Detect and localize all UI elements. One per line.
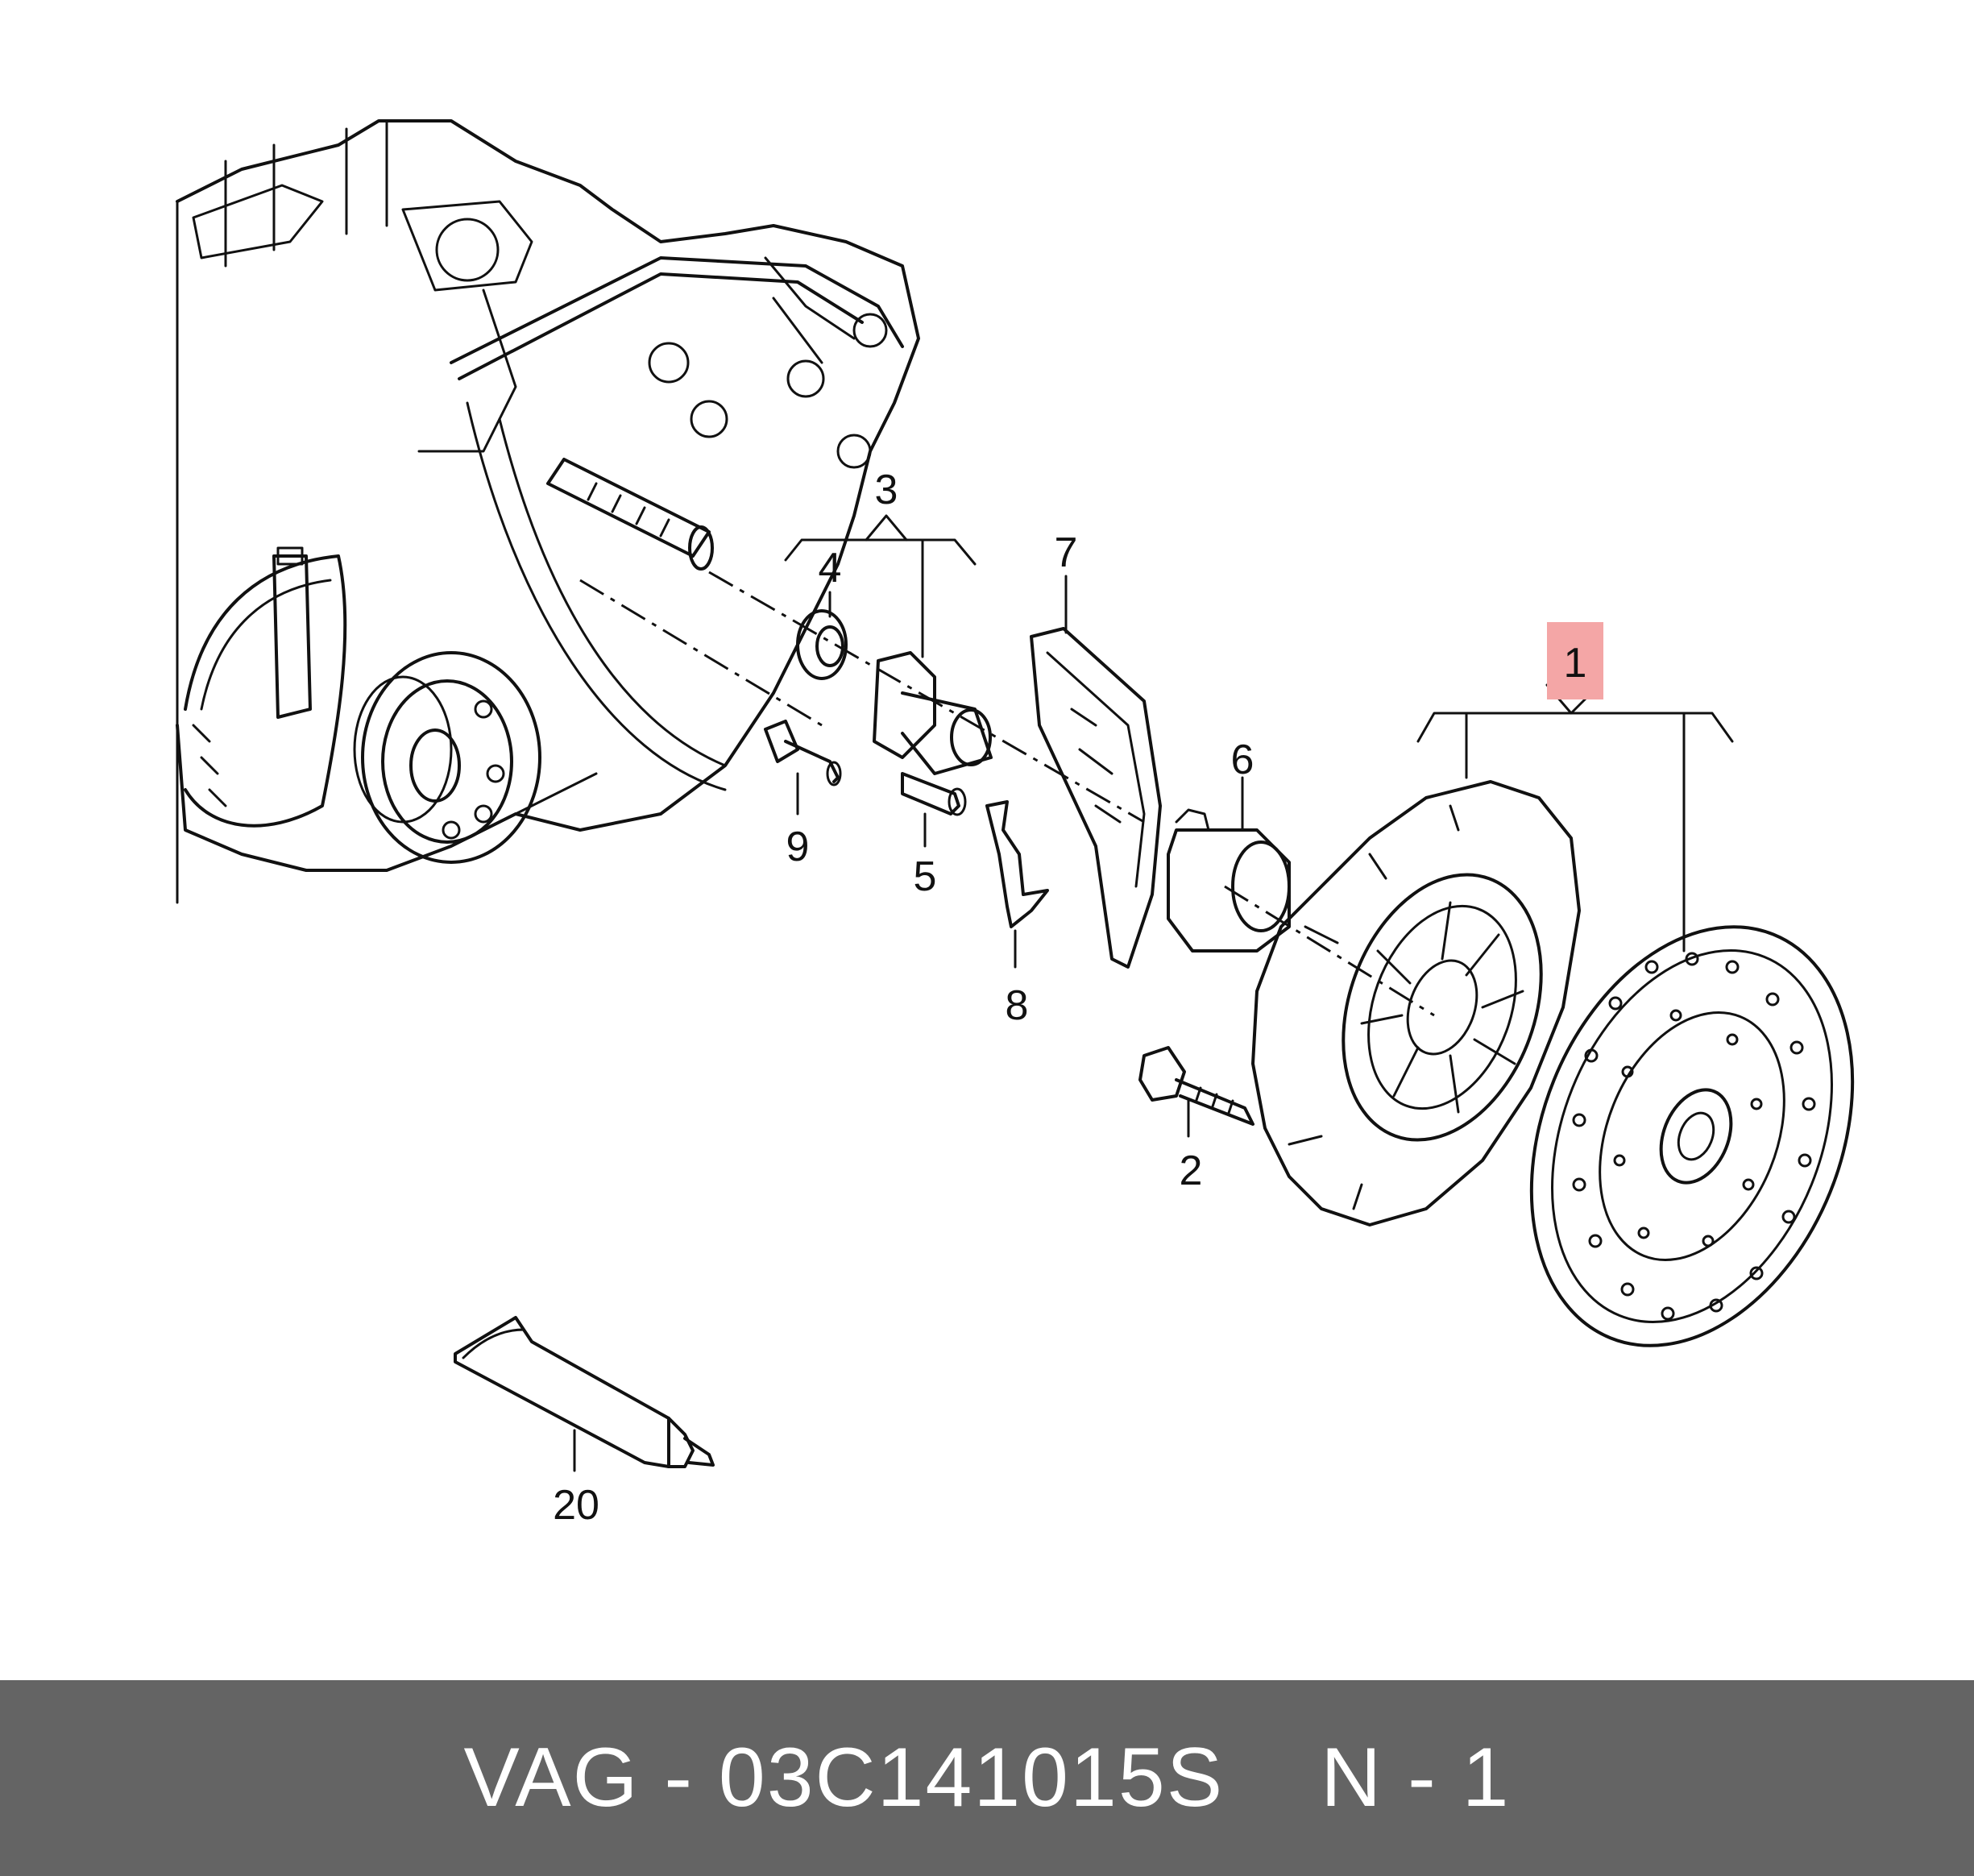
leader-lines <box>573 514 1734 1472</box>
part-5-pin <box>901 772 967 816</box>
callout-5: 5 <box>914 853 937 900</box>
part-3-guide-sleeve <box>873 651 993 775</box>
exploded-parts-diagram: 1 2 3 4 5 6 7 8 9 20 <box>176 119 1855 1529</box>
clutch-friction-disc <box>1529 925 1855 1347</box>
part-9-bolt <box>764 720 842 787</box>
callout-9: 9 <box>786 824 810 870</box>
callout-3: 3 <box>875 467 898 513</box>
assembly-axis-lines <box>579 571 1435 1017</box>
gearbox-housing <box>176 119 920 904</box>
part-20-grease-tube <box>454 1316 715 1468</box>
clutch-pressure-plate <box>1251 780 1581 1226</box>
part-number-footer: VAG - 03C141015S N - 1 <box>0 1680 1974 1876</box>
part-number-label: VAG - 03C141015S <box>463 1731 1225 1824</box>
part-2-bolt <box>1138 1046 1254 1126</box>
callout-6: 6 <box>1231 737 1254 783</box>
callout-2: 2 <box>1180 1148 1203 1194</box>
part-6-release-bearing <box>1167 808 1291 953</box>
disc-rivet-holes <box>1572 952 1816 1321</box>
part-4-oil-seal <box>796 609 848 680</box>
quantity-label: N - 1 <box>1321 1731 1511 1824</box>
callout-20: 20 <box>553 1482 599 1529</box>
callout-4: 4 <box>819 545 842 591</box>
part-8-retaining-clip <box>985 800 1049 928</box>
callout-1: 1 <box>1564 640 1587 687</box>
callout-8: 8 <box>1006 982 1029 1029</box>
callout-7: 7 <box>1055 529 1078 576</box>
part-7-release-lever <box>1030 627 1162 969</box>
callout-1-highlight <box>1547 622 1603 699</box>
callout-labels: 1 2 3 4 5 6 7 8 9 20 <box>553 467 1603 1529</box>
